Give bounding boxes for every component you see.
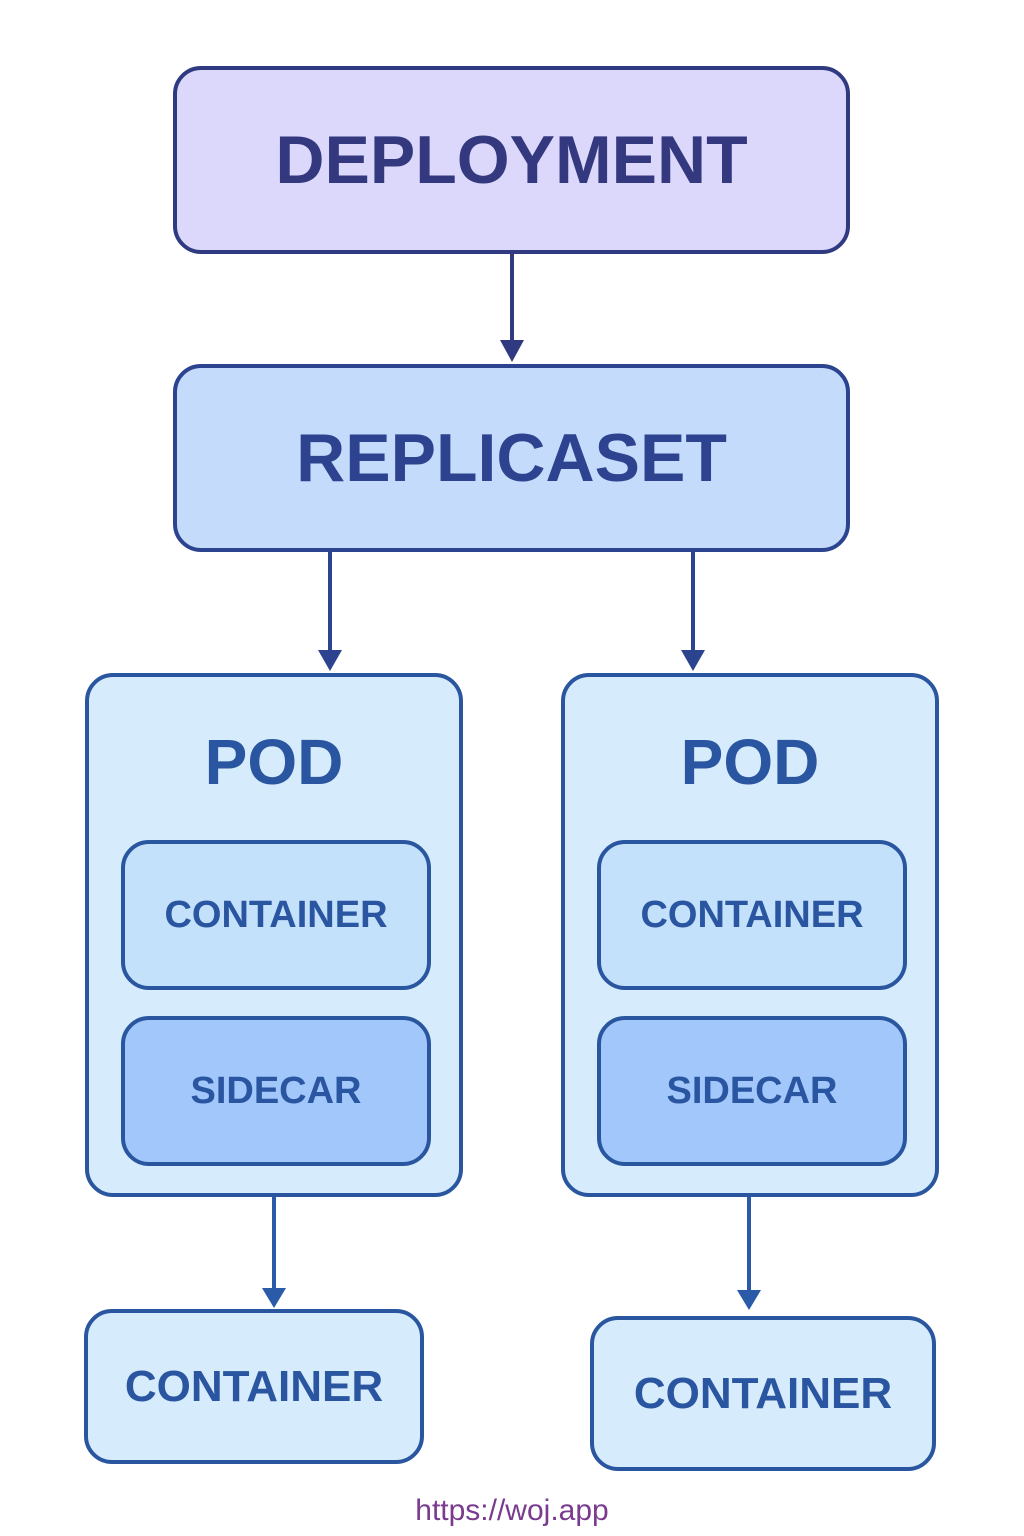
edge-pod-right-to-container	[737, 1197, 761, 1310]
footer-url: https://woj.app	[415, 1494, 609, 1527]
replicaset-node: REPLICASET	[173, 364, 850, 552]
container-label: CONTAINER	[633, 1368, 893, 1418]
pod-container-node: CONTAINER	[121, 840, 431, 990]
sidecar-label: SIDECAR	[666, 1069, 838, 1112]
edge-replicaset-to-pod-right	[681, 552, 705, 671]
deployment-node: DEPLOYMENT	[173, 66, 850, 254]
sidecar-label: SIDECAR	[190, 1069, 362, 1112]
replicaset-label: REPLICASET	[296, 420, 727, 496]
pod-container-node: CONTAINER	[597, 840, 907, 990]
pod-label: POD	[204, 726, 344, 798]
container-label: CONTAINER	[124, 1361, 384, 1411]
edge-deployment-to-replicaset	[500, 254, 524, 362]
container-node-right: CONTAINER	[590, 1316, 936, 1471]
edge-replicaset-to-pod-left	[318, 552, 342, 671]
deployment-label: DEPLOYMENT	[275, 122, 748, 198]
pod-sidecar-node: SIDECAR	[121, 1016, 431, 1166]
container-label: CONTAINER	[164, 893, 388, 936]
container-label: CONTAINER	[640, 893, 864, 936]
pod-sidecar-node: SIDECAR	[597, 1016, 907, 1166]
container-node-left: CONTAINER	[84, 1309, 424, 1464]
edge-pod-left-to-container	[262, 1197, 286, 1308]
pod-label: POD	[680, 726, 820, 798]
pod-node-right: POD CONTAINER SIDECAR	[561, 673, 939, 1197]
pod-node-left: POD CONTAINER SIDECAR	[85, 673, 463, 1197]
